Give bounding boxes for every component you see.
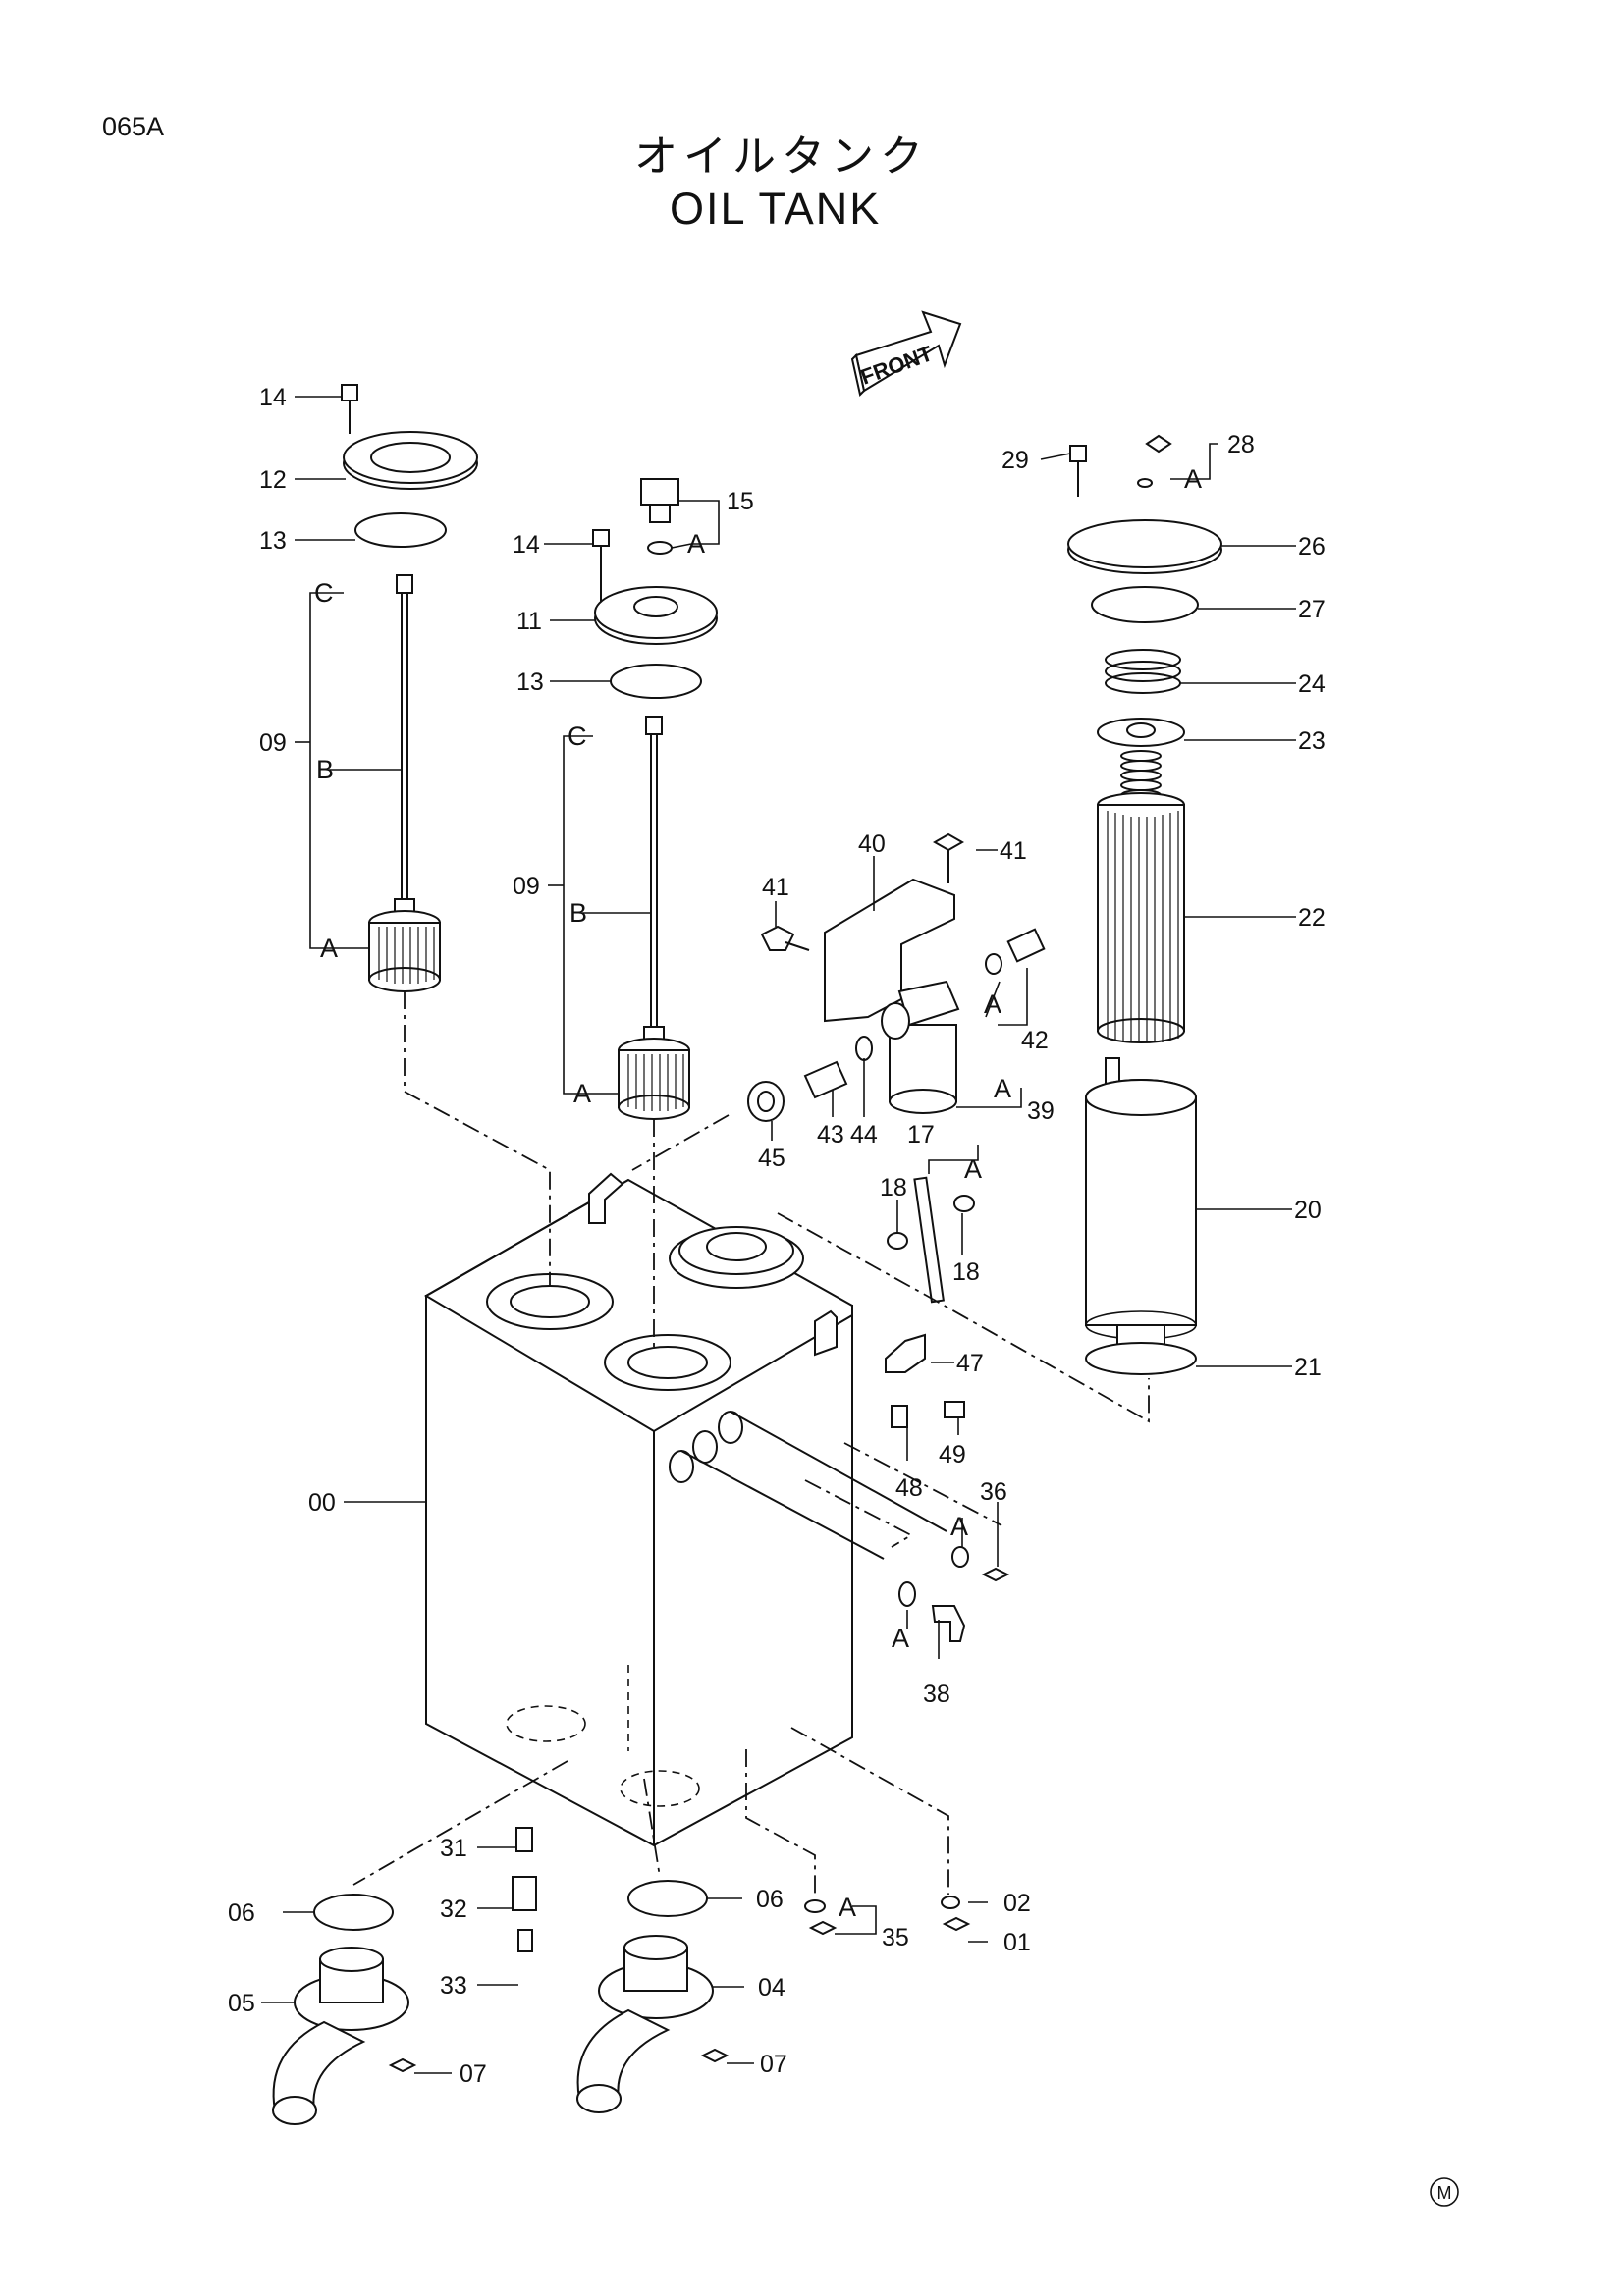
ref-a: A: [950, 1512, 968, 1541]
ref-a: A: [892, 1624, 909, 1653]
callout-48: 48: [895, 1474, 923, 1502]
callout-49: 49: [939, 1441, 966, 1468]
m-mark: M: [1430, 2177, 1459, 2207]
callout-23: 23: [1298, 727, 1326, 755]
valve-bracket-assembly: [747, 832, 1046, 1122]
callout-42: 42: [1021, 1027, 1049, 1054]
callout-24: 24: [1298, 670, 1326, 698]
callout-18: 18: [880, 1174, 907, 1201]
ref-b: B: [569, 898, 587, 928]
callout-13: 13: [516, 668, 544, 696]
callout-41: 41: [1000, 837, 1027, 865]
ref-a: A: [984, 989, 1001, 1019]
ref-a: A: [839, 1893, 856, 1922]
callout-14: 14: [259, 384, 287, 411]
title-english: OIL TANK: [670, 184, 881, 234]
left-breather-assembly: [341, 384, 478, 992]
callout-38: 38: [923, 1681, 950, 1708]
callout-20: 20: [1294, 1197, 1322, 1224]
ref-a: A: [994, 1074, 1011, 1103]
callout-43: 43: [817, 1121, 844, 1148]
page-code: 065A: [102, 112, 164, 141]
callout-09: 09: [513, 873, 540, 900]
callout-07: 07: [760, 2051, 787, 2078]
callout-31: 31: [440, 1835, 467, 1862]
callout-35: 35: [882, 1924, 909, 1951]
ref-c: C: [568, 721, 587, 751]
ref-b: B: [316, 755, 334, 784]
callout-21: 21: [1294, 1354, 1322, 1381]
callout-07: 07: [460, 2060, 487, 2088]
middle-strainer-assembly: [592, 478, 718, 1120]
callout-12: 12: [259, 466, 287, 494]
ref-a: A: [573, 1079, 591, 1108]
callout-11: 11: [516, 608, 542, 635]
callout-45: 45: [758, 1145, 785, 1172]
return-filter-assembly: [1067, 434, 1222, 1375]
ref-a: A: [320, 934, 338, 963]
callout-00: 00: [308, 1489, 336, 1517]
callout-13: 13: [259, 527, 287, 555]
callout-15: 15: [727, 488, 754, 515]
bottom-fittings: [272, 1176, 1010, 2125]
assembly-guide-lines: [352, 991, 1150, 1898]
callout-14: 14: [513, 531, 540, 559]
callout-28: 28: [1227, 431, 1255, 458]
callout-33: 33: [440, 1972, 467, 2000]
callout-01: 01: [1003, 1929, 1031, 1956]
callout-18: 18: [952, 1258, 980, 1286]
title-japanese: オイルタンク: [634, 132, 929, 182]
callout-44: 44: [850, 1121, 878, 1148]
callout-06: 06: [228, 1899, 255, 1927]
callout-32: 32: [440, 1896, 467, 1923]
ref-a: A: [687, 529, 705, 559]
callout-06: 06: [756, 1886, 784, 1913]
callout-41: 41: [762, 874, 789, 901]
callout-39: 39: [1027, 1097, 1055, 1125]
callout-27: 27: [1298, 596, 1326, 623]
callout-09: 09: [259, 729, 287, 757]
callout-40: 40: [858, 830, 886, 858]
leader-lines: [261, 396, 1296, 2074]
callout-17: 17: [907, 1121, 935, 1148]
ref-c: C: [314, 578, 334, 608]
callout-26: 26: [1298, 533, 1326, 561]
callout-02: 02: [1003, 1890, 1031, 1917]
oil-tank-body: [424, 1172, 947, 1847]
ref-a: A: [964, 1154, 982, 1184]
callout-04: 04: [758, 1974, 785, 2002]
front-arrow-icon: FRONT: [850, 310, 962, 397]
m-mark-letter: M: [1437, 2183, 1452, 2203]
callout-47: 47: [956, 1350, 984, 1377]
callout-labels: 14 12 13 09 C B A 14 11 13 15 A 09 C B A…: [228, 384, 1326, 2088]
callout-22: 22: [1298, 904, 1326, 932]
callout-29: 29: [1001, 447, 1029, 474]
callout-36: 36: [980, 1478, 1007, 1506]
callout-05: 05: [228, 1990, 255, 2017]
ref-a: A: [1184, 464, 1202, 494]
